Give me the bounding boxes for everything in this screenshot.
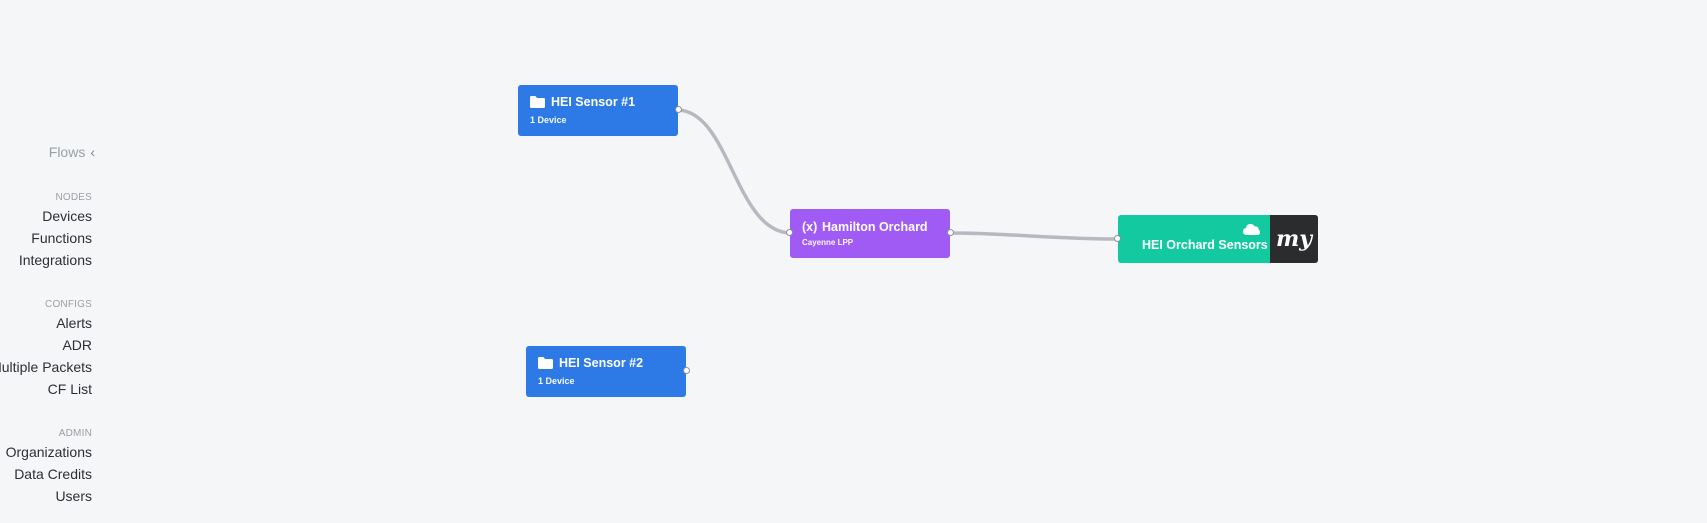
output-port[interactable] xyxy=(683,367,690,374)
sidebar-item-devices[interactable]: Devices xyxy=(42,208,92,224)
integration-node-hei-orchard-sensors[interactable]: HEI Orchard Sensors my xyxy=(1118,215,1318,263)
sidebar-item-adr[interactable]: ADR xyxy=(62,337,92,353)
integration-input-port[interactable] xyxy=(1114,235,1121,242)
edge-sensor1-to-function xyxy=(675,108,793,235)
output-port[interactable] xyxy=(947,229,954,236)
sidebar-item-users[interactable]: Users xyxy=(55,488,92,504)
section-label-configs: CONFIGS xyxy=(45,299,92,310)
flows-label: Flows xyxy=(48,144,86,160)
folder-icon xyxy=(530,96,545,108)
sidebar-item-data-credits[interactable]: Data Credits xyxy=(14,466,92,482)
flows-toggle[interactable]: Flows ‹ xyxy=(48,143,95,161)
node-title: HEI Orchard Sensors xyxy=(1142,238,1268,252)
section-label-nodes: NODES xyxy=(55,192,92,203)
node-title: Hamilton Orchard xyxy=(822,220,928,234)
function-node-hamilton-orchard[interactable]: (x) Hamilton Orchard Cayenne LPP xyxy=(786,209,954,258)
section-label-admin: ADMIN xyxy=(58,428,92,439)
mydevices-logo: my xyxy=(1270,215,1318,263)
sidebar-item-alerts[interactable]: Alerts xyxy=(56,315,92,331)
device-node-hei-sensor-2[interactable]: HEI Sensor #2 1 Device xyxy=(526,346,690,397)
node-title: HEI Sensor #2 xyxy=(559,356,644,370)
output-port[interactable] xyxy=(675,106,682,113)
sidebar-item-multiple-packets[interactable]: Multiple Packets xyxy=(0,359,92,375)
cloud-icon xyxy=(1243,224,1260,235)
function-icon: (x) xyxy=(802,220,818,234)
chevron-left-icon: ‹ xyxy=(90,143,95,160)
sidebar-item-functions[interactable]: Functions xyxy=(31,230,92,246)
device-node-hei-sensor-1[interactable]: HEI Sensor #1 1 Device xyxy=(518,85,682,136)
sidebar-item-integrations[interactable]: Integrations xyxy=(18,252,92,268)
sidebar-item-cf-list[interactable]: CF List xyxy=(47,381,92,397)
node-subtitle: 1 Device xyxy=(530,115,567,125)
sidebar-item-organizations[interactable]: Organizations xyxy=(5,444,92,460)
folder-icon xyxy=(538,357,553,369)
node-title: HEI Sensor #1 xyxy=(551,95,636,109)
node-subtitle: Cayenne LPP xyxy=(802,238,854,247)
node-subtitle: 1 Device xyxy=(538,376,575,386)
edge-function-to-integration xyxy=(947,231,1121,241)
input-port[interactable] xyxy=(786,229,793,236)
sidebar: Flows ‹ NODES Devices Functions Integrat… xyxy=(0,0,120,523)
